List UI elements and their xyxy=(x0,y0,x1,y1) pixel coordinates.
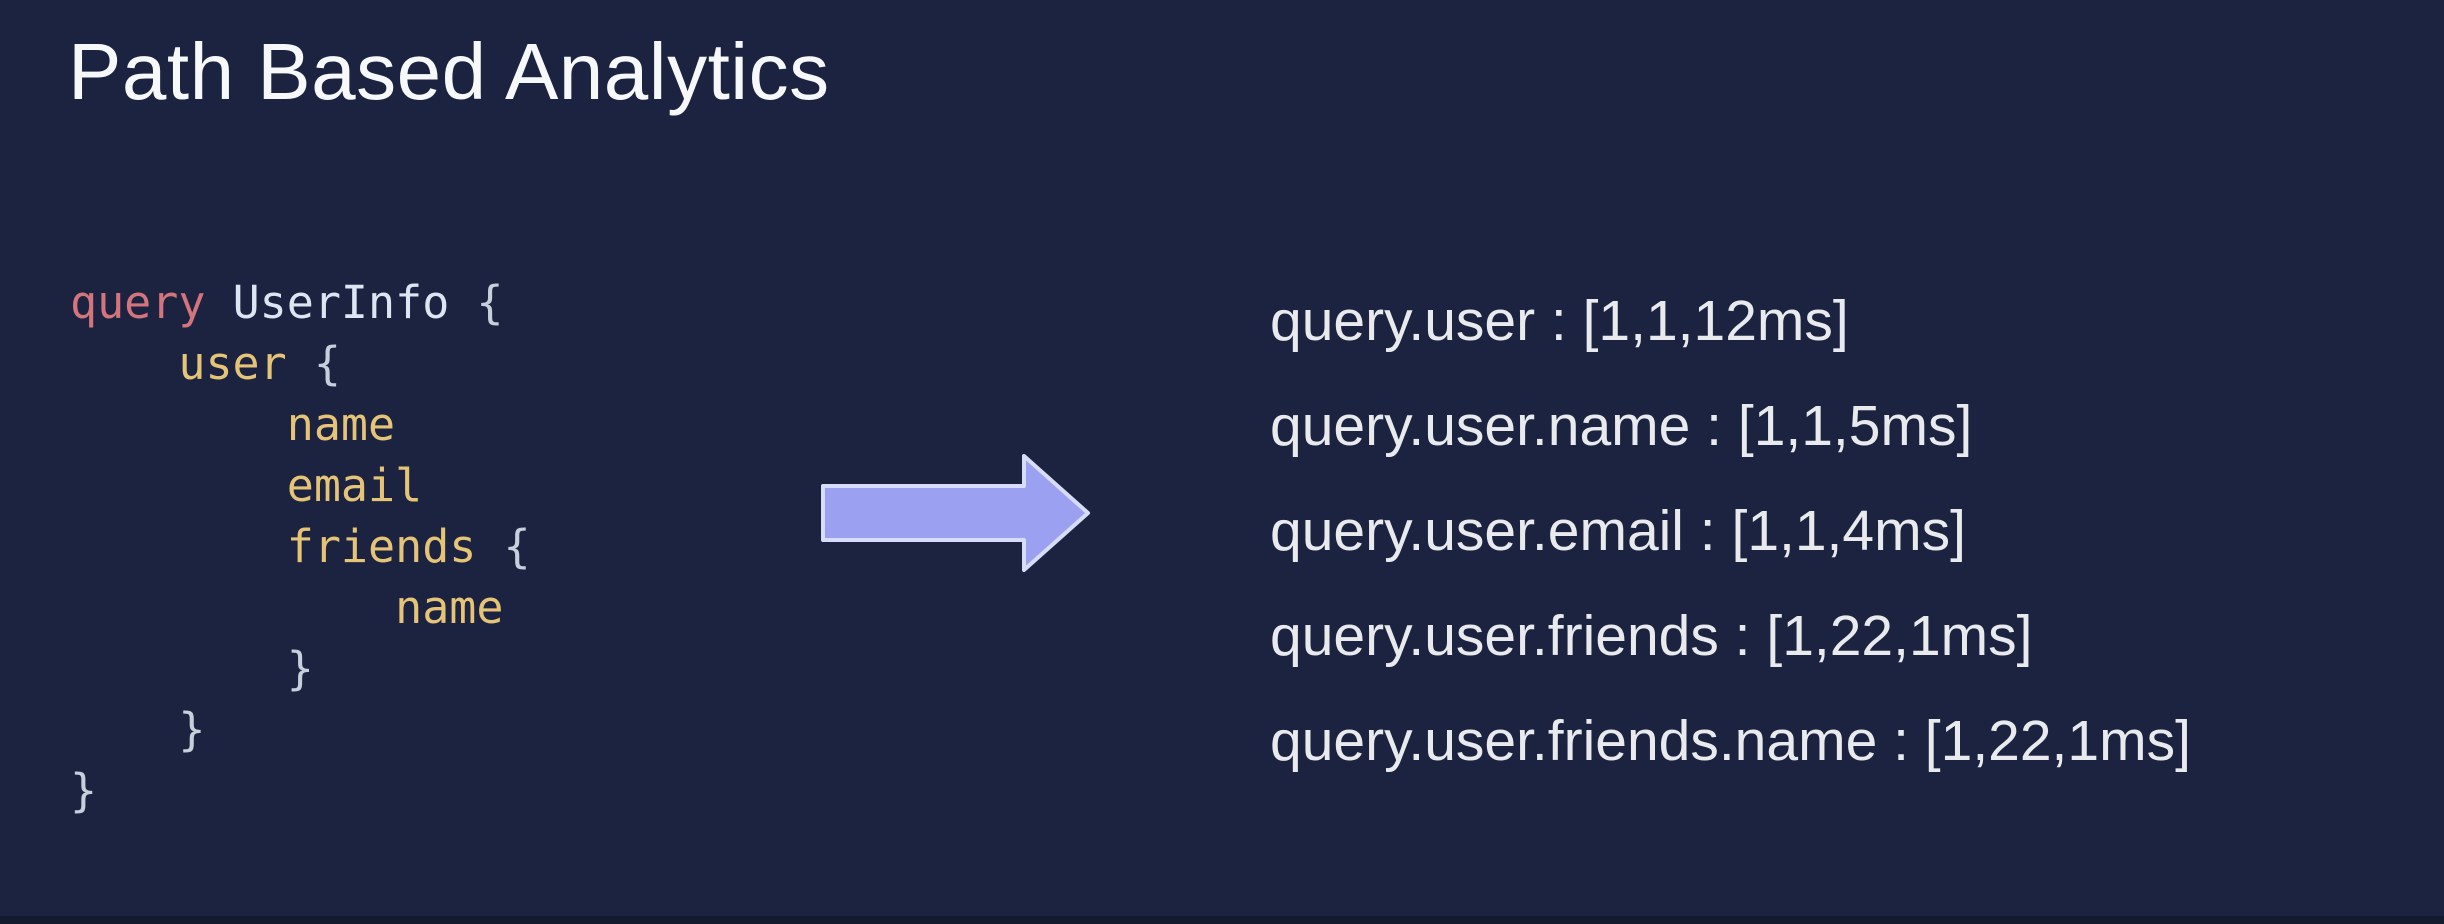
analytics-path-list: query.user : [1,1,12ms] query.user.name :… xyxy=(1270,268,2191,793)
code-token-plain xyxy=(70,398,287,451)
code-line: name xyxy=(70,577,531,638)
code-token-plain xyxy=(70,642,287,695)
transform-arrow xyxy=(820,452,1092,574)
page-title: Path Based Analytics xyxy=(68,27,830,116)
code-token-type: UserInfo xyxy=(232,276,477,329)
code-token-brace: { xyxy=(476,276,504,329)
code-token-brace: } xyxy=(178,703,206,756)
code-token-plain xyxy=(70,337,178,390)
result-path-line: query.user.friends.name : [1,22,1ms] xyxy=(1270,708,2191,773)
code-token-field: name xyxy=(286,398,396,451)
code-line: query UserInfo { xyxy=(70,272,531,333)
code-token-plain xyxy=(70,459,287,512)
result-path-line: query.user.email : [1,1,4ms] xyxy=(1270,498,1966,563)
code-token-brace: { xyxy=(313,337,341,390)
code-token-field: name xyxy=(395,581,504,634)
code-token-field: user xyxy=(178,337,314,390)
code-line: email xyxy=(70,455,531,516)
code-line: } xyxy=(70,760,531,821)
code-line: user { xyxy=(70,333,531,394)
code-line: } xyxy=(70,699,531,760)
result-path-line: query.user.friends : [1,22,1ms] xyxy=(1270,603,2033,668)
code-token-plain xyxy=(70,581,395,634)
code-token-brace: } xyxy=(70,764,98,817)
result-path-line: query.user : [1,1,12ms] xyxy=(1270,288,1849,353)
code-token-plain xyxy=(70,703,178,756)
code-token-brace: { xyxy=(503,520,531,573)
graphql-query-block: query UserInfo { user { name email frien… xyxy=(70,272,531,821)
right-arrow-shape xyxy=(821,454,1090,572)
code-token-field: email xyxy=(286,459,423,512)
graphql-query-code: query UserInfo { user { name email frien… xyxy=(70,272,531,821)
code-token-brace: } xyxy=(286,642,314,695)
code-line: } xyxy=(70,638,531,699)
code-token-field: friends xyxy=(286,520,504,573)
code-line: name xyxy=(70,394,531,455)
right-arrow-icon xyxy=(821,454,1090,572)
code-line: friends { xyxy=(70,516,531,577)
code-token-keyword: query xyxy=(70,276,233,329)
result-path-line: query.user.name : [1,1,5ms] xyxy=(1270,393,1973,458)
code-token-plain xyxy=(70,520,287,573)
bottom-edge-strip xyxy=(0,916,2444,924)
